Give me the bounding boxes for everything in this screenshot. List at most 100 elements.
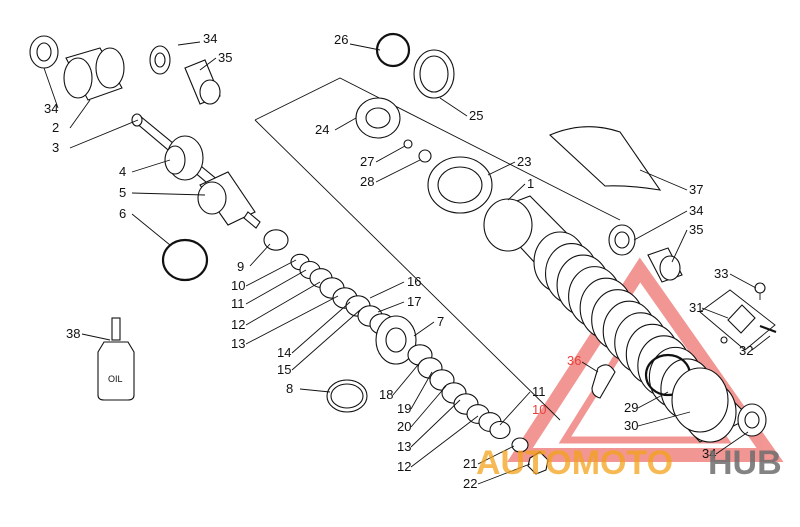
part-21-washer [511,437,529,453]
part-8-piston-ring [326,379,368,413]
leader-line [413,321,435,337]
label-22: 22 [463,476,477,491]
assembly-frame [254,77,621,421]
leader-line [131,213,171,246]
part-34-ring-top [149,45,171,75]
label-3: 3 [52,140,59,155]
part-32-pin [759,324,777,334]
label-27: 27 [360,154,374,169]
part-34-seal-top-left [29,35,59,69]
part-22-nut [527,451,549,475]
shim-washer [489,420,511,440]
label-13-lower: 13 [397,439,411,454]
leader-line [633,210,688,241]
leader-line [507,183,526,201]
leader-line [639,169,688,191]
label-25: 25 [469,108,483,123]
leader-line [291,301,351,354]
part-27-ball [403,139,413,149]
label-9: 9 [237,259,244,274]
label-12-lower: 12 [397,459,411,474]
label-18: 18 [379,387,393,402]
part-33-screw [754,282,766,300]
label-16: 16 [407,274,421,289]
part-28-plug [418,149,432,163]
label-38: 38 [66,326,80,341]
leader-line [131,159,171,173]
leader-line [349,43,381,51]
leader-line [671,229,688,263]
leader-line [245,269,307,305]
leader-line [369,281,405,299]
label-4: 4 [119,164,126,179]
part-31-valve [699,289,776,351]
label-11-upper: 11 [231,296,245,311]
leader-line [581,361,599,373]
label-35-right: 35 [689,222,703,237]
label-14: 14 [277,345,291,360]
label-31: 31 [689,300,703,315]
leader-line [410,415,479,468]
label-23: 23 [517,154,531,169]
part-6-o-ring [161,238,209,282]
label-36: 36 [567,353,581,368]
leader-line [177,41,201,46]
leader-line [499,391,531,426]
leader-line [245,259,297,287]
leader-line [377,301,405,313]
watermark-text-automoto: AUTOMOTO [476,444,673,482]
label-30: 30 [624,418,638,433]
part-7-piston [375,315,417,365]
leader-line [751,335,771,351]
label-11-lower: 11 [532,384,546,399]
label-34-bottom: 34 [702,446,716,461]
label-5: 5 [119,185,126,200]
leader-line [375,145,406,163]
label-1: 1 [527,176,534,191]
part-35-bushing-right [647,247,683,283]
callout-labels: 34 35 34 2 3 4 5 6 26 25 24 27 28 23 1 3… [44,31,753,491]
label-26: 26 [334,32,348,47]
part-25-ring [413,49,455,99]
label-28: 28 [360,174,374,189]
leader-line [291,309,361,371]
label-32: 32 [739,343,753,358]
leader-line [69,99,91,129]
leader-line [334,117,357,131]
leader-line [729,273,757,289]
leader-line [81,333,111,341]
part-23-ring [427,156,493,214]
part-36-clip [591,364,616,399]
label-10-upper: 10 [231,278,245,293]
leader-line [477,445,515,465]
label-21: 21 [463,456,477,471]
leader-line [410,385,447,428]
label-6: 6 [119,206,126,221]
leader-line [43,67,59,109]
label-24: 24 [315,122,329,137]
label-34-right: 34 [689,203,703,218]
label-35-top: 35 [218,50,232,65]
shim-washer [263,229,289,251]
part-4-bumper [164,135,204,181]
leader-line [637,411,691,427]
label-17: 17 [407,294,421,309]
part-5-rod-eye [197,171,261,229]
leader-line [392,359,423,396]
label-7: 7 [437,314,444,329]
leader-line [69,119,139,149]
label-33: 33 [714,266,728,281]
leader-line [410,371,433,410]
leader-line [249,243,271,267]
leader-lines [43,41,771,485]
part-35-bushing-top [184,59,221,105]
part-30-reservoir-end [671,367,729,433]
leader-line [439,97,468,117]
label-10-lower: 10 [532,402,546,417]
label-29: 29 [624,400,638,415]
leader-line [715,431,749,455]
leader-line [245,281,321,326]
label-34-left: 34 [44,101,58,116]
